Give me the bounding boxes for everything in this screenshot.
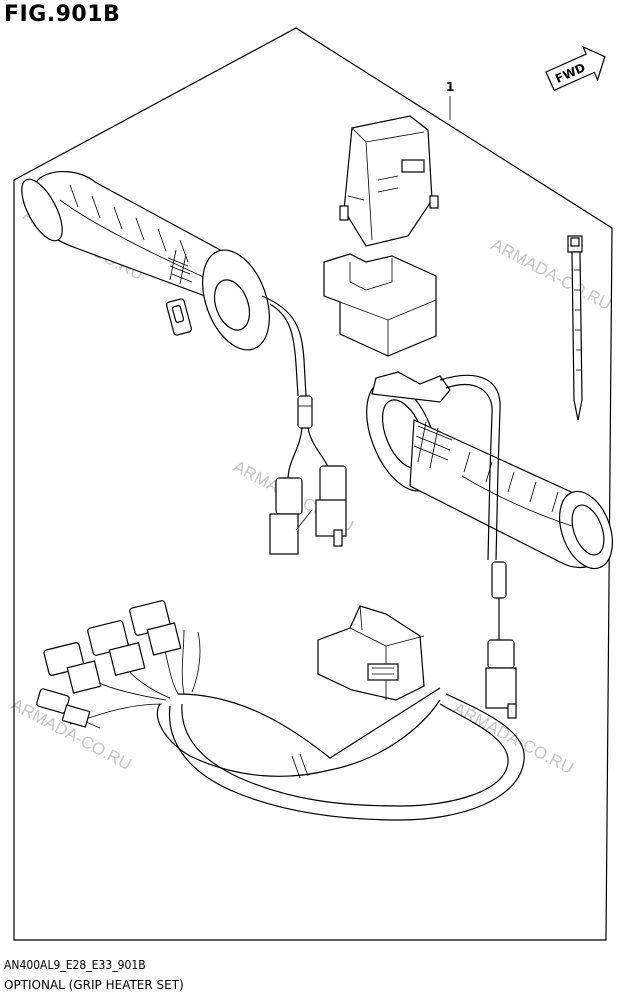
- switch-holder-bracket: [323, 253, 437, 357]
- watermark-2: ARMADA-CO.RU: [488, 235, 615, 314]
- figure-description: OPTIONAL (GRIP HEATER SET): [4, 978, 184, 992]
- heater-switch-unit: [339, 115, 439, 247]
- assembly-boundary: [13, 27, 613, 941]
- callout-label-1: 1: [446, 80, 454, 94]
- figure-code: AN400AL9_E28_E33_901B: [4, 958, 146, 972]
- fwd-arrow-icon: FWD: [545, 45, 606, 92]
- left-grip-heater: [21, 171, 347, 555]
- right-grip-heater: [366, 371, 613, 719]
- cable-tie: [567, 235, 583, 421]
- figure-title: FIG.901B: [4, 2, 121, 27]
- main-wiring-harness: [36, 600, 525, 821]
